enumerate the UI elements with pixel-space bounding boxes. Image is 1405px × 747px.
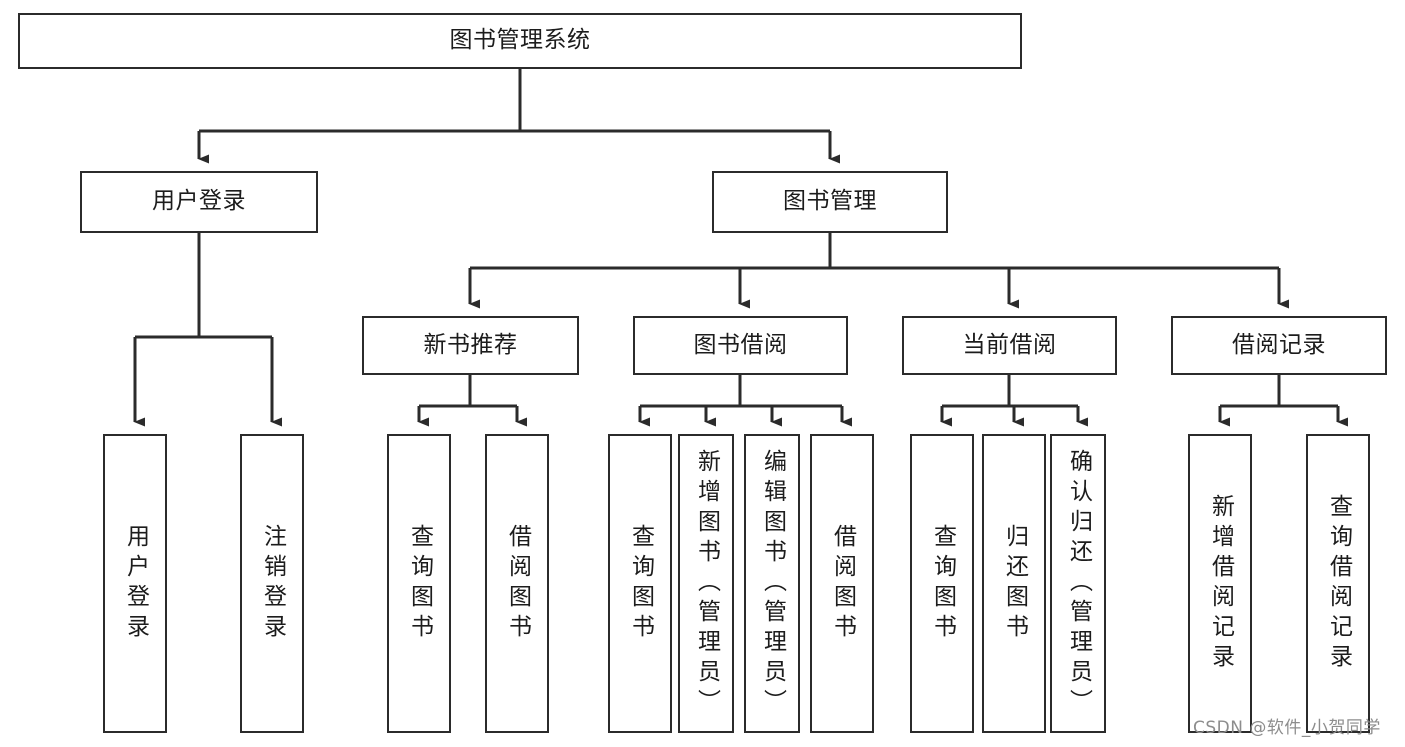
node-leaf-confirm-return[interactable]: 确认归还（管理员） — [1050, 434, 1106, 733]
node-leaf-return-book[interactable]: 归还图书 — [982, 434, 1046, 733]
node-leaf-user-logout[interactable]: 注销登录 — [240, 434, 304, 733]
node-leaf-edit-book-label: 编辑图书（管理员） — [759, 448, 786, 719]
node-new-book-rec[interactable]: 新书推荐 — [362, 316, 579, 375]
node-leaf-query-record-label: 查询借阅记录 — [1325, 493, 1352, 674]
node-current-borrow[interactable]: 当前借阅 — [902, 316, 1117, 375]
node-leaf-add-book[interactable]: 新增图书（管理员） — [678, 434, 734, 733]
node-leaf-user-login-label: 用户登录 — [122, 523, 149, 644]
node-book-manage[interactable]: 图书管理 — [712, 171, 948, 233]
node-leaf-edit-book[interactable]: 编辑图书（管理员） — [744, 434, 800, 733]
node-current-borrow-label: 当前借阅 — [962, 331, 1057, 358]
node-root-label: 图书管理系统 — [449, 27, 591, 54]
csdn-watermark: CSDN @软件_小贺同学 — [1193, 718, 1381, 738]
node-leaf-user-logout-label: 注销登录 — [259, 523, 286, 644]
node-leaf-user-login[interactable]: 用户登录 — [103, 434, 167, 733]
node-leaf-query-book-borrow-label: 查询图书 — [627, 523, 654, 644]
node-book-manage-label: 图书管理 — [783, 188, 877, 215]
node-leaf-borrow-book-rec-label: 借阅图书 — [504, 523, 531, 644]
node-leaf-add-record-label: 新增借阅记录 — [1207, 493, 1234, 674]
node-leaf-query-book-cur[interactable]: 查询图书 — [910, 434, 974, 733]
node-leaf-query-book-rec[interactable]: 查询图书 — [387, 434, 451, 733]
node-borrow-record[interactable]: 借阅记录 — [1171, 316, 1387, 375]
node-leaf-add-book-label: 新增图书（管理员） — [693, 448, 720, 719]
node-leaf-query-record[interactable]: 查询借阅记录 — [1306, 434, 1370, 733]
node-book-borrow-label: 图书借阅 — [693, 331, 788, 358]
node-leaf-query-book-cur-label: 查询图书 — [929, 523, 956, 644]
node-leaf-borrow-book[interactable]: 借阅图书 — [810, 434, 874, 733]
node-book-borrow[interactable]: 图书借阅 — [633, 316, 848, 375]
node-borrow-record-label: 借阅记录 — [1232, 331, 1326, 358]
node-leaf-add-record[interactable]: 新增借阅记录 — [1188, 434, 1252, 733]
node-root[interactable]: 图书管理系统 — [18, 13, 1022, 69]
node-leaf-borrow-book-label: 借阅图书 — [829, 523, 856, 644]
node-leaf-query-book-borrow[interactable]: 查询图书 — [608, 434, 672, 733]
node-leaf-confirm-return-label: 确认归还（管理员） — [1065, 448, 1092, 719]
node-leaf-return-book-label: 归还图书 — [1001, 523, 1028, 644]
node-leaf-borrow-book-rec[interactable]: 借阅图书 — [485, 434, 549, 733]
node-leaf-query-book-rec-label: 查询图书 — [406, 523, 433, 644]
node-user-login-label: 用户登录 — [152, 188, 246, 215]
node-new-book-rec-label: 新书推荐 — [423, 331, 518, 358]
node-user-login[interactable]: 用户登录 — [80, 171, 318, 233]
